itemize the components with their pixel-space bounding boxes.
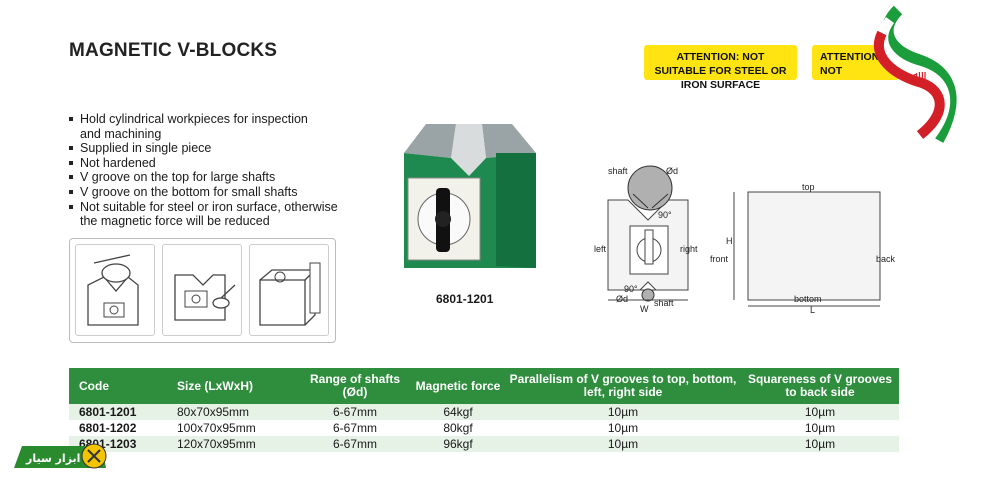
column-header: Parallelism of V grooves to top, bottom,… xyxy=(505,368,741,404)
front-view-diagram: shaft Ød 90° left right 90° Ød shaft W xyxy=(594,165,698,314)
table-row: 6801-1202 100x70x95mm 6-67mm 80kgf 10µm … xyxy=(69,420,899,436)
small-shaft-illustration xyxy=(162,244,242,336)
feature-item: Supplied in single piece xyxy=(69,141,350,156)
column-header: Code xyxy=(69,368,163,404)
bottom-label: bottom xyxy=(794,294,822,304)
code-cell: 6801-1202 xyxy=(69,420,163,436)
v-block-photo xyxy=(404,124,536,268)
feature-item: Not suitable for steel or iron surface, … xyxy=(69,200,350,229)
shaft-label: shaft xyxy=(654,298,674,308)
right-label: right xyxy=(680,244,698,254)
large-shaft-illustration xyxy=(75,244,155,336)
model-number: 6801-1201 xyxy=(436,292,494,306)
force-cell: 80kgf xyxy=(411,420,505,436)
squareness-cell: 10µm xyxy=(741,420,899,436)
angle-label: 90° xyxy=(658,210,672,220)
shop-logo-text: ابزار سیار xyxy=(25,452,80,465)
front-label: front xyxy=(710,254,729,264)
specification-table: Code Size (LxWxH) Range of shafts (Ød) M… xyxy=(69,368,899,452)
feature-item: V groove on the bottom for small shafts xyxy=(69,185,350,200)
top-label: top xyxy=(802,182,815,192)
size-cell: 80x70x95mm xyxy=(163,404,299,420)
left-label: left xyxy=(594,244,607,254)
diameter-label: Ød xyxy=(666,166,678,176)
back-label: back xyxy=(876,254,896,264)
page-title: MAGNETIC V-BLOCKS xyxy=(69,40,278,61)
usage-illustrations xyxy=(69,238,336,343)
table-row: 6801-1203 120x70x95mm 6-67mm 96kgf 10µm … xyxy=(69,436,899,452)
force-cell: 96kgf xyxy=(411,436,505,452)
force-cell: 64kgf xyxy=(411,404,505,420)
height-label: H xyxy=(726,236,733,246)
feature-item: V groove on the top for large shafts xyxy=(69,170,350,185)
range-cell: 6-67mm xyxy=(299,404,411,420)
squareness-cell: 10µm xyxy=(741,436,899,452)
shop-logo: ابزار سیار xyxy=(14,443,107,469)
size-cell: 100x70x95mm xyxy=(163,420,299,436)
table-header-row: Code Size (LxWxH) Range of shafts (Ød) M… xyxy=(69,368,899,404)
flag-ribbon-emblem: ﷲ xyxy=(873,5,957,143)
column-header: Size (LxWxH) xyxy=(163,368,299,404)
range-cell: 6-67mm xyxy=(299,436,411,452)
feature-item: Hold cylindrical workpieces for inspecti… xyxy=(69,112,330,141)
column-header: Range of shafts (Ød) xyxy=(299,368,411,404)
squareness-cell: 10µm xyxy=(741,404,899,420)
column-header: Squareness of V grooves to back side xyxy=(741,368,899,404)
width-label: W xyxy=(640,304,649,314)
angle-label: 90° xyxy=(624,284,638,294)
feature-list: Hold cylindrical workpieces for inspecti… xyxy=(69,112,350,229)
feature-item: Not hardened xyxy=(69,156,350,171)
length-label: L xyxy=(810,305,815,315)
warning-label-surface: ATTENTION: NOT SUITABLE FOR STEEL OR IRO… xyxy=(644,45,797,91)
range-cell: 6-67mm xyxy=(299,420,411,436)
column-header: Magnetic force xyxy=(411,368,505,404)
parallelism-cell: 10µm xyxy=(505,404,741,420)
diameter-label: Ød xyxy=(616,294,628,304)
parallelism-cell: 10µm xyxy=(505,420,741,436)
code-cell: 6801-1201 xyxy=(69,404,163,420)
shaft-label: shaft xyxy=(608,166,628,176)
side-view-diagram: top H front back bottom L xyxy=(710,182,896,315)
table-row: 6801-1201 80x70x95mm 6-67mm 64kgf 10µm 1… xyxy=(69,404,899,420)
parallelism-cell: 10µm xyxy=(505,436,741,452)
size-cell: 120x70x95mm xyxy=(163,436,299,452)
side-mount-illustration xyxy=(249,244,329,336)
